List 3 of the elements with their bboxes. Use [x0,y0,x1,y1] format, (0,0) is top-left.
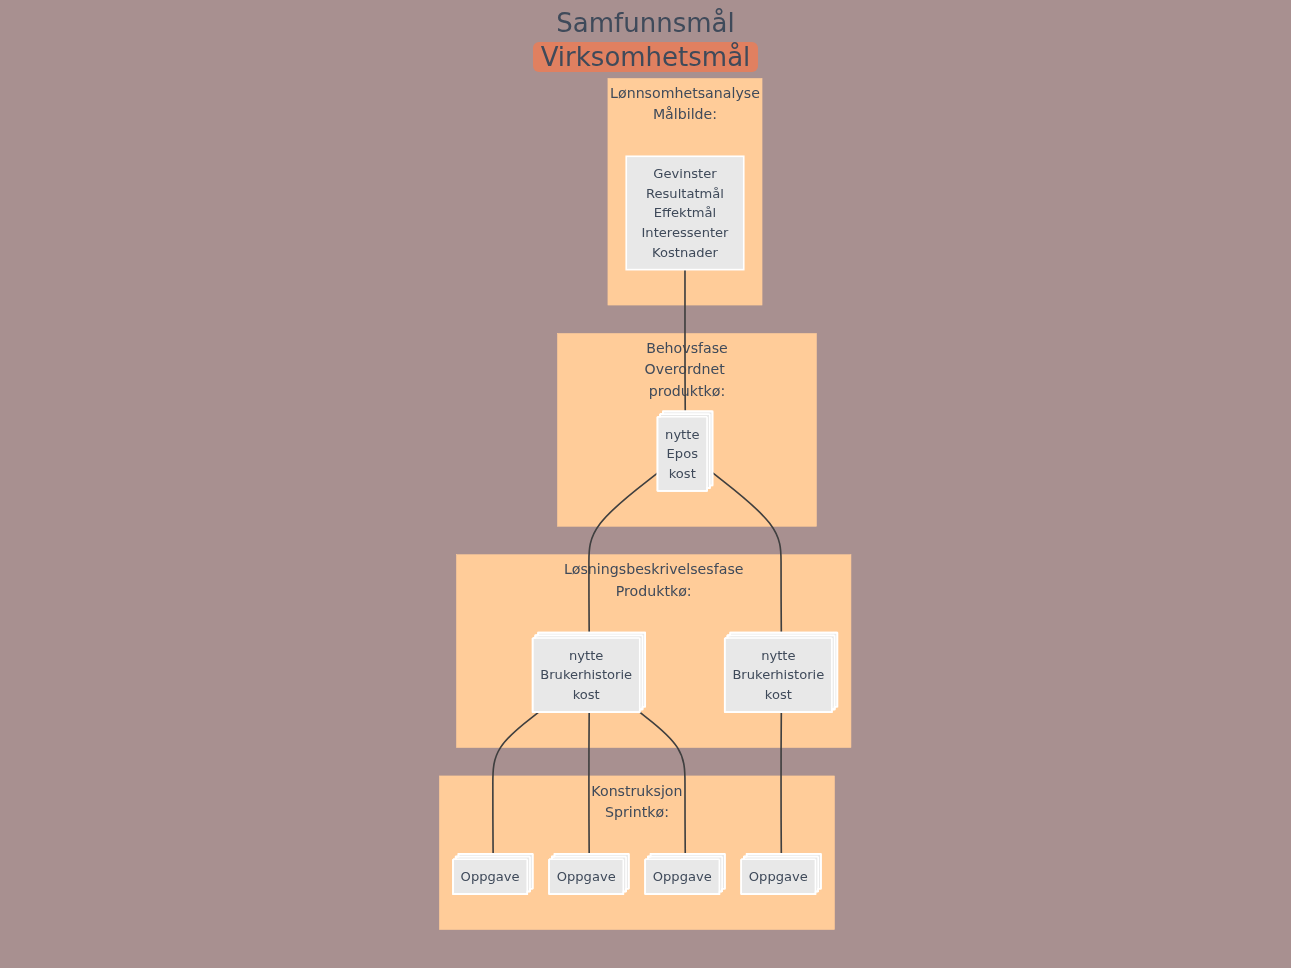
node-box: Gevinster Resultatmål Effektmål Interessenter Kostnader [625,155,745,271]
goal-label: Samfunnsmål [555,8,736,38]
highlighted-goal-label: Virksomhetsmål [532,42,759,72]
